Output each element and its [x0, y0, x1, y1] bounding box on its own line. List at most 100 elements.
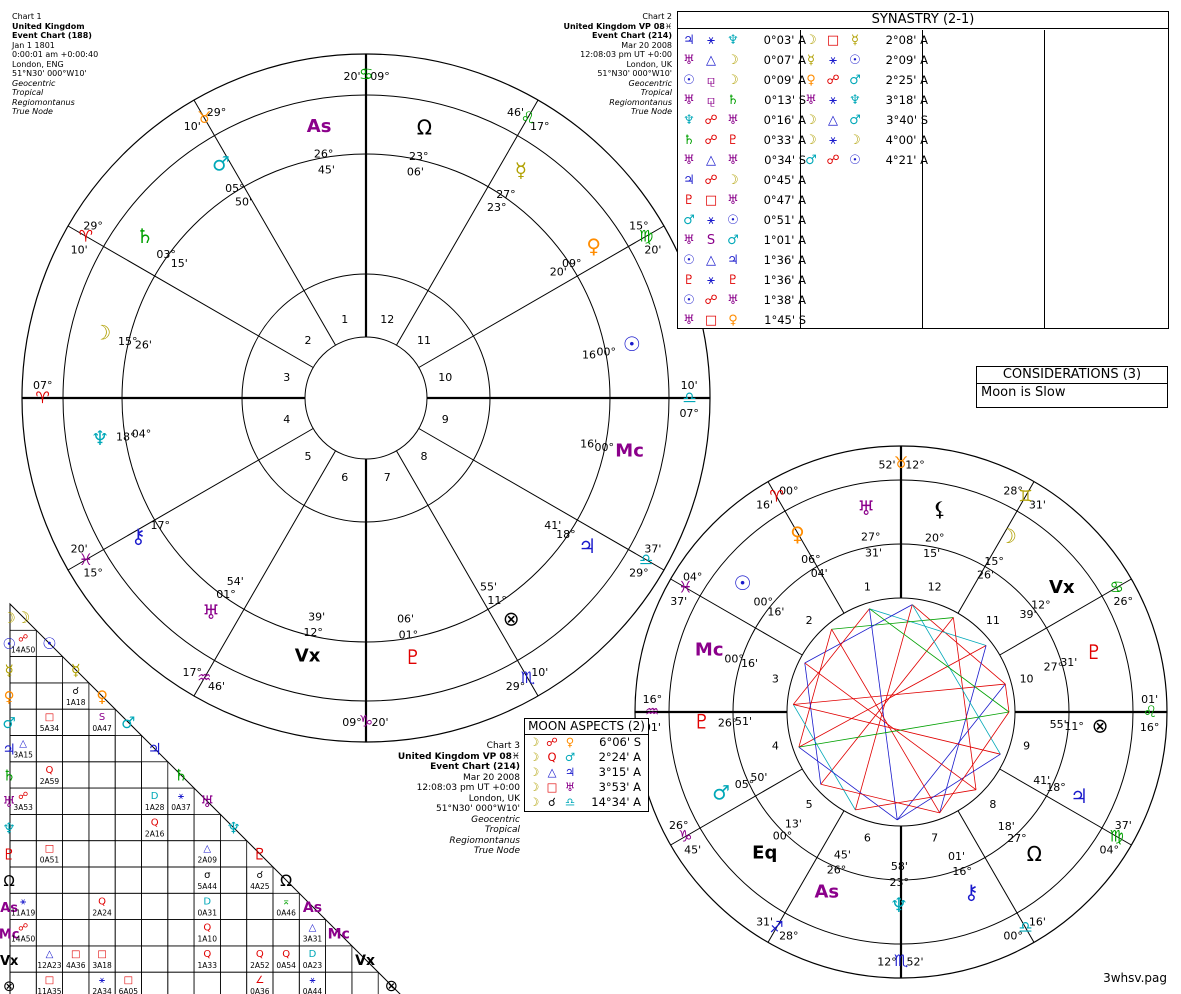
planet-b-glyph: ♂ [849, 113, 861, 128]
wheel1-house-number: 7 [384, 471, 391, 484]
wheel3-cusp-line [957, 810, 1035, 943]
orb-value: 0°03' A [763, 33, 806, 47]
wheel3-cusp-label: ♈ [769, 486, 783, 505]
wheel1-planet-glyph: As [307, 116, 332, 137]
wheel3-planet-minute: 26' [977, 569, 994, 582]
wheel1-planet-degree: 26° [314, 148, 334, 161]
grid-aspect-glyph: D [203, 896, 211, 907]
wheel3-planet-minute: 16' [741, 657, 758, 670]
synastry-row: ♅⚼♄0°13' S [678, 90, 806, 110]
planet-b-glyph: ☽ [727, 73, 739, 88]
grid-cell [246, 892, 274, 920]
wheel1-planet-degree: 03° [156, 248, 176, 261]
wheel3-aspect-line [854, 604, 913, 810]
wheel3-cusp-label: ♐ [769, 918, 783, 937]
chart1-info: Chart 1 United Kingdom Event Chart (188)… [12, 12, 99, 116]
wheel3-planet-glyph: ♀ [790, 522, 805, 546]
grid-diagonal-glyph: ♀ [96, 687, 108, 706]
grid-orb-value: 4A25 [250, 882, 270, 891]
aspect-glyph: ⚹ [829, 53, 837, 68]
grid-orb-value: 1A18 [66, 698, 86, 707]
main-chart-wheel: 09°♋20'129°♉10'229°♈10'307°♈420'♓15°517°… [21, 53, 711, 743]
orb-value: 6°06' S [599, 735, 641, 749]
wheel3-aspect-line [869, 608, 1010, 713]
aspect-part: △ [547, 765, 557, 779]
grid-aspect-glyph: △ [19, 739, 27, 750]
wheel3-cusp-line [670, 578, 803, 656]
aspect-part: ☽ [528, 795, 540, 809]
wheel3-planet-glyph: Vx [1049, 577, 1075, 598]
wheel3-cusp-label: 00° [779, 485, 799, 498]
grid-row-glyph: Vx [0, 954, 19, 969]
wheel1-cusp-label: 10' [681, 379, 698, 392]
orb-value: 0°09' A [763, 73, 806, 87]
wheel3-house-number: 6 [864, 832, 871, 845]
planet-a-glyph: ♅ [683, 53, 695, 68]
wheel1-planet-minute: 54' [227, 575, 244, 588]
grid-cell [35, 682, 63, 710]
wheel3-planet-degree: 05° [735, 778, 755, 791]
aspect-glyph: ⚹ [707, 273, 715, 288]
wheel3-house-number: 1 [864, 580, 871, 593]
grid-orb-value: 2A24 [92, 908, 112, 917]
aspect-glyph: ⚹ [829, 133, 837, 148]
orb-value: 4°00' A [885, 133, 928, 147]
aspect-glyph: ⚼ [706, 73, 716, 88]
grid-aspect-glyph: ☍ [18, 633, 28, 644]
orb-value: 0°16' A [763, 113, 806, 127]
wheel3-aspect-line [869, 608, 898, 820]
wheel3-aspect-line [939, 645, 987, 813]
grid-diagonal-glyph: ♄ [174, 766, 188, 785]
consideration-item: Moon is Slow [981, 385, 1066, 400]
grid-orb-value: 2A34 [92, 987, 112, 994]
wheel1-planet-minute: 45' [318, 163, 335, 176]
wheel3-planet-minute: 04' [811, 567, 828, 580]
grid-cell [62, 735, 90, 763]
grid-cell [167, 892, 195, 920]
grid-orb-value: 2A09 [198, 856, 218, 865]
aspect-glyph: ☍ [704, 113, 718, 128]
wheel3-cusp-label: ♌ [1143, 702, 1157, 721]
grid-diagonal-glyph: ♃ [147, 739, 161, 758]
planet-a-glyph: ♃ [683, 33, 695, 48]
grid-cell [62, 971, 90, 994]
synastry-row: ♇⚹♇1°36' A [678, 270, 806, 290]
orb-value: 0°13' S [764, 93, 806, 107]
wheel1-cusp-label: 29° [83, 219, 103, 232]
grid-aspect-glyph: D [151, 791, 159, 802]
wheel1-planet-degree: 18° [556, 528, 576, 541]
grid-cell [35, 892, 63, 920]
grid-cell [219, 866, 248, 894]
grid-row-glyph: Ω [3, 872, 14, 890]
wheel1-planet-minute: 15' [171, 257, 188, 270]
wheel3-aspect-line [897, 753, 1001, 821]
grid-orb-value: 0A36 [250, 987, 270, 994]
orb-value: 3°40' S [886, 113, 928, 127]
wheel1-inner-ring [304, 336, 428, 460]
grid-orb-value: 0A23 [303, 961, 323, 970]
wheel3-cusp-label: 01' [1141, 693, 1158, 706]
wheel3-house-number: 10 [1020, 672, 1034, 685]
wheel3-aspect-line [939, 711, 1010, 814]
grid-orb-value: 4A36 [66, 961, 86, 970]
wheel3-planet-glyph: ♂ [712, 780, 730, 804]
wheel3-planet-degree: 26° [827, 864, 847, 877]
aspect-glyph: □ [704, 193, 718, 208]
wheel3-planet-minute: 31' [865, 546, 882, 559]
wheel3-planet-degree: 27° [861, 531, 881, 544]
wheel3-cusp-label: 16' [1029, 915, 1046, 928]
aspect-part: ♅ [564, 780, 576, 794]
orb-value: 0°45' A [763, 173, 806, 187]
grid-row-glyph: ☉ [2, 635, 15, 653]
grid-diagonal-glyph: ☽ [16, 608, 30, 627]
wheel1-cusp-label: ♉ [197, 108, 211, 127]
planet-a-glyph: ♅ [805, 93, 817, 108]
wheel3-planet-minute: 01' [948, 850, 965, 863]
grid-cell [88, 787, 116, 815]
grid-cell [62, 892, 90, 920]
grid-cell [88, 840, 116, 868]
wheel1-cusp-label: ♓ [79, 550, 93, 569]
grid-cell [219, 971, 248, 994]
moon-aspects-panel: MOON ASPECTS (2) ☽☍♀6°06' S☽Q♂2°24' A☽△♃… [524, 718, 649, 812]
grid-cell [193, 971, 221, 994]
